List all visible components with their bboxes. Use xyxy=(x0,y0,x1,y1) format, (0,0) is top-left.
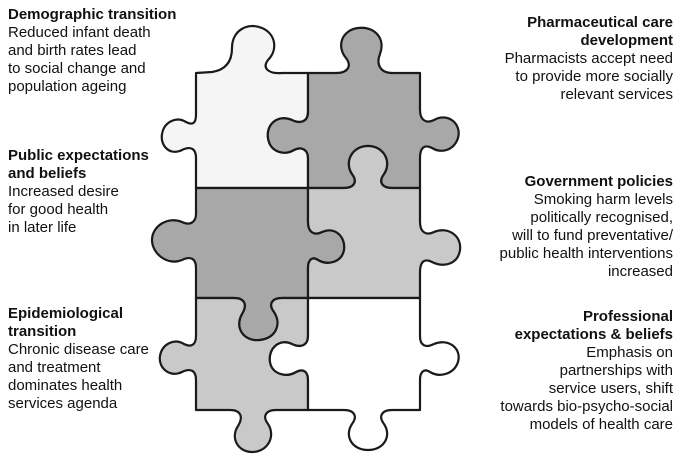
epidemiological-transition-text: Chronic disease care and treatment domin… xyxy=(8,341,149,412)
public-expectations-block: Public expectations and beliefs Increase… xyxy=(8,147,149,237)
puzzle-piece-bottom-right xyxy=(268,296,460,452)
demographic-transition-text: Reduced infant death and birth rates lea… xyxy=(8,24,151,95)
public-expectations-text: Increased desire for good health in late… xyxy=(8,183,119,236)
professional-expectations-title: Professional expectations & beliefs xyxy=(514,308,673,343)
demographic-transition-title: Demographic transition xyxy=(8,6,177,23)
pharmaceutical-care-text: Pharmacists accept need to provide more … xyxy=(504,50,673,103)
epidemiological-transition-title: Epidemiological transition xyxy=(8,305,124,340)
pharmaceutical-care-block: Pharmaceutical care development Pharmaci… xyxy=(505,14,673,104)
pharmaceutical-care-title: Pharmaceutical care development xyxy=(527,14,673,49)
puzzle-piece-top-left xyxy=(160,24,310,190)
epidemiological-transition-block: Epidemiological transition Chronic disea… xyxy=(8,305,149,413)
puzzle-piece-middle-right xyxy=(306,144,462,300)
government-policies-text: Smoking harm levels politically recognis… xyxy=(499,191,673,280)
government-policies-title: Government policies xyxy=(524,173,673,190)
public-expectations-title: Public expectations and beliefs xyxy=(8,147,149,182)
demographic-transition-block: Demographic transition Reduced infant de… xyxy=(8,6,176,96)
government-policies-block: Government policies Smoking harm levels … xyxy=(500,173,673,281)
professional-expectations-text: Emphasis on partnerships with service us… xyxy=(500,344,673,433)
professional-expectations-block: Professional expectations & beliefs Emph… xyxy=(500,308,673,434)
